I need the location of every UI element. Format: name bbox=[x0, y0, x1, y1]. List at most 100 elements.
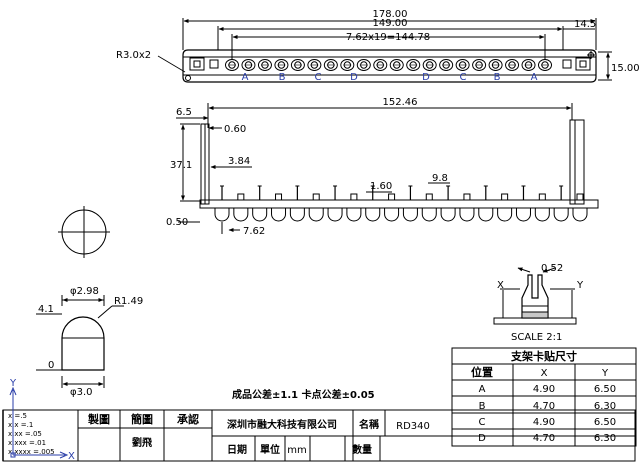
pin-clip bbox=[275, 193, 283, 201]
hole-outline bbox=[422, 59, 437, 71]
position-letters: A B C D D C B A bbox=[242, 72, 538, 83]
title-block bbox=[2, 409, 636, 462]
table-cell: 6.30 bbox=[594, 401, 616, 412]
pin-dome bbox=[440, 208, 456, 222]
table-header-x: X bbox=[541, 368, 548, 379]
pin-dome bbox=[365, 208, 381, 222]
pin-dome bbox=[572, 208, 588, 222]
projection-symbol bbox=[58, 206, 110, 258]
pin-clip bbox=[576, 193, 584, 201]
hole-outline bbox=[488, 59, 503, 71]
dim-pin-radius: R1.49 bbox=[114, 296, 143, 307]
position-letter: A bbox=[531, 72, 538, 83]
dim-pin-dia-bottom: φ3.0 bbox=[70, 387, 93, 398]
hole-outline bbox=[340, 59, 355, 71]
header-sketch: 簡圖 bbox=[131, 412, 153, 426]
dim-side-length: 152.46 bbox=[383, 97, 418, 108]
pin-clip bbox=[350, 193, 358, 201]
pin-clip bbox=[425, 193, 433, 201]
hole-outline bbox=[323, 59, 338, 71]
pin-dome bbox=[534, 208, 550, 222]
hole-outline bbox=[257, 59, 272, 71]
general-tolerances: x =.5 x.x =.1 x.xx =.05 x.xxx =.01 x.xxx… bbox=[8, 412, 55, 456]
position-letter: C bbox=[460, 72, 467, 83]
position-letter: D bbox=[350, 72, 358, 83]
dim-0-60: 0.60 bbox=[224, 124, 246, 135]
table-cell: 4.70 bbox=[533, 433, 555, 444]
table-cell: 4.90 bbox=[533, 384, 555, 395]
table-header-position: 位置 bbox=[471, 365, 493, 379]
table-cell: 4.90 bbox=[533, 417, 555, 428]
side-view bbox=[176, 103, 599, 234]
hole-outline bbox=[356, 59, 371, 71]
hole-outline bbox=[373, 59, 388, 71]
pin-dome bbox=[271, 208, 287, 222]
date-label: 日期 bbox=[227, 443, 247, 456]
unit-label: 單位 bbox=[260, 443, 280, 456]
position-letter: B bbox=[279, 72, 286, 83]
pin-dome bbox=[289, 208, 305, 222]
dim-total-length: 178.00 bbox=[373, 9, 408, 20]
top-view bbox=[157, 18, 612, 83]
part-name: RD340 bbox=[396, 421, 430, 432]
hole-outline bbox=[472, 59, 487, 71]
dim-pin-0: 0 bbox=[48, 360, 54, 371]
table-header-y: Y bbox=[601, 368, 609, 379]
tolerance-line: x.xx =.05 bbox=[8, 430, 42, 438]
ucs-axis-y: Y bbox=[9, 378, 17, 389]
tolerance-line: x =.5 bbox=[8, 412, 27, 420]
pin-dome bbox=[233, 208, 249, 222]
pin-clip bbox=[388, 193, 396, 201]
position-letter: D bbox=[422, 72, 430, 83]
header-drafting: 製圖 bbox=[87, 412, 110, 426]
side-view-pins bbox=[214, 185, 588, 222]
ucs-icon bbox=[9, 386, 69, 459]
dim-1-60: 1.60 bbox=[370, 181, 392, 192]
pin-clip bbox=[237, 193, 245, 201]
hole-outline bbox=[406, 59, 421, 71]
position-letter: B bbox=[494, 72, 501, 83]
pin-dome bbox=[553, 208, 569, 222]
hole-outline bbox=[274, 59, 289, 71]
dim-3-84: 3.84 bbox=[228, 156, 250, 167]
pin-dome bbox=[402, 208, 418, 222]
pin-clip bbox=[463, 193, 471, 201]
table-cell: C bbox=[479, 417, 486, 428]
position-letter: C bbox=[315, 72, 322, 83]
clip-detail bbox=[493, 267, 577, 325]
pin-dome bbox=[421, 208, 437, 222]
hole-outline bbox=[538, 59, 552, 71]
table-cell: 6.30 bbox=[594, 433, 616, 444]
position-letter: A bbox=[242, 72, 249, 83]
dim-pin-4-1: 4.1 bbox=[38, 304, 54, 315]
pin-dome bbox=[478, 208, 494, 222]
hole-outline bbox=[290, 59, 305, 71]
pin-dome bbox=[459, 208, 475, 222]
table-cell: D bbox=[478, 433, 486, 444]
position-table bbox=[451, 347, 637, 447]
tolerance-line: x.xxxx =.005 bbox=[8, 448, 55, 456]
pin-clip bbox=[312, 193, 320, 201]
tolerance-line: x.xxx =.01 bbox=[8, 439, 46, 447]
dim-9-8: 9.8 bbox=[432, 173, 448, 184]
tolerance-note: 成品公差±1.1 卡点公差±0.05 bbox=[232, 388, 375, 401]
hole-outline bbox=[505, 59, 520, 71]
header-approval: 承認 bbox=[177, 412, 199, 426]
table-cell: A bbox=[479, 384, 486, 395]
hole-outline bbox=[241, 59, 256, 71]
table-cell: 4.70 bbox=[533, 401, 555, 412]
pin-dome bbox=[384, 208, 400, 222]
tolerance-line: x.x =.1 bbox=[8, 421, 33, 429]
pin-dome bbox=[252, 208, 268, 222]
dim-37-1: 37.1 bbox=[170, 160, 192, 171]
hole-outline bbox=[439, 59, 454, 71]
dim-pin-dia-top: φ2.98 bbox=[70, 286, 99, 297]
hole-outline bbox=[455, 59, 470, 71]
clip-axis-y: Y bbox=[576, 280, 584, 291]
clip-scale: SCALE 2:1 bbox=[511, 332, 562, 343]
dim-0-50: 0.50 bbox=[166, 217, 188, 228]
hole-outline bbox=[521, 59, 536, 71]
clip-axis-x: X bbox=[497, 280, 504, 291]
unit-value: mm bbox=[287, 445, 306, 456]
